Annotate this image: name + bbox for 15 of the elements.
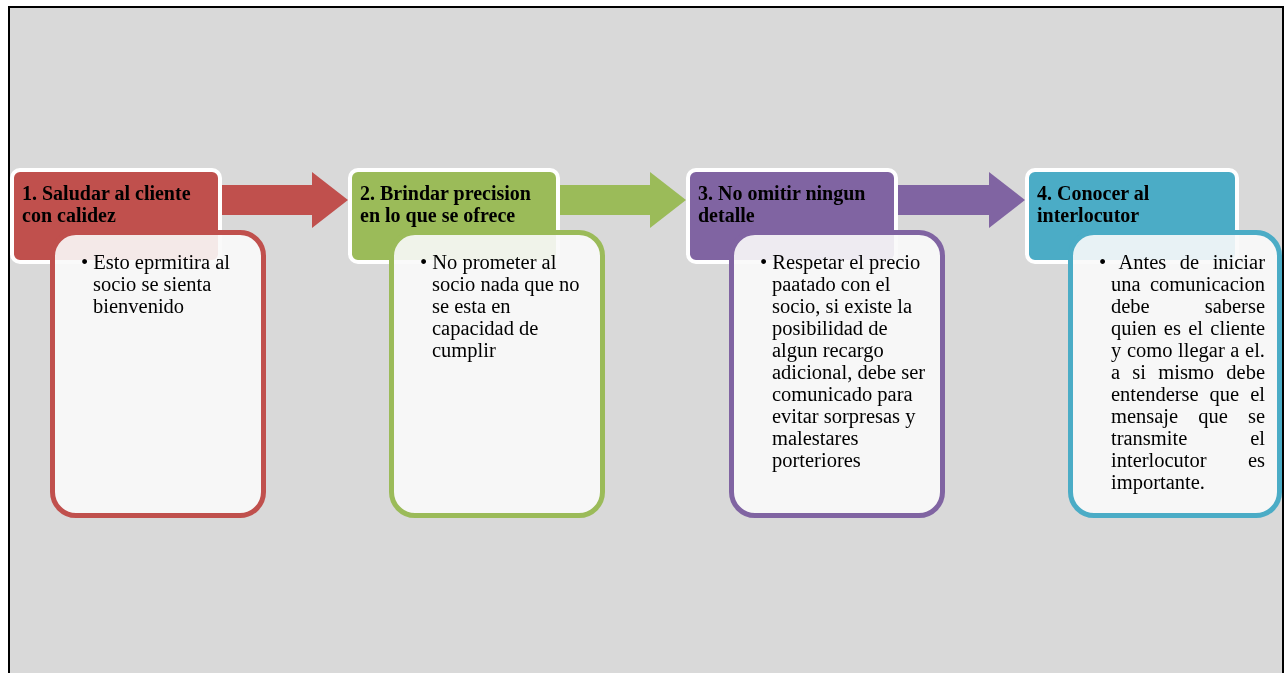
step-title: 1. Saludar al cliente con calidez xyxy=(22,182,192,226)
step-detail-box xyxy=(389,230,605,518)
bullet-text: • Antes de iniciar una comunicacion debe saberse quien es el cliente y como llegar a el. a si mismo debe entenderse que el mensaje que se transmite el interlocutor es importante. xyxy=(1099,251,1265,493)
block-arrow xyxy=(222,172,348,228)
block-arrow xyxy=(898,172,1025,228)
block-arrow xyxy=(560,172,686,228)
step-title: 3. No omitir ningun detalle xyxy=(698,182,867,226)
bullet-text: • No prometer al socio nada que no se esta en capacidad de cumplir xyxy=(420,251,581,361)
step-title: 4. Conocer al interlocutor xyxy=(1037,182,1151,226)
bullet-text: • Esto eprmitira al socio se sienta bienvenido xyxy=(81,251,231,317)
bullet-text: • Respetar el precio paatado con el socio, si existe la posibilidad de algun recargo adicional, debe ser comunicado para evitar sorpresas y malestares porteriores xyxy=(760,251,927,471)
step-detail-box xyxy=(729,230,945,518)
step-detail-box xyxy=(1068,230,1282,518)
step-title: 2. Brindar precision en lo que se ofrece xyxy=(360,182,532,226)
step-detail-box xyxy=(50,230,266,518)
